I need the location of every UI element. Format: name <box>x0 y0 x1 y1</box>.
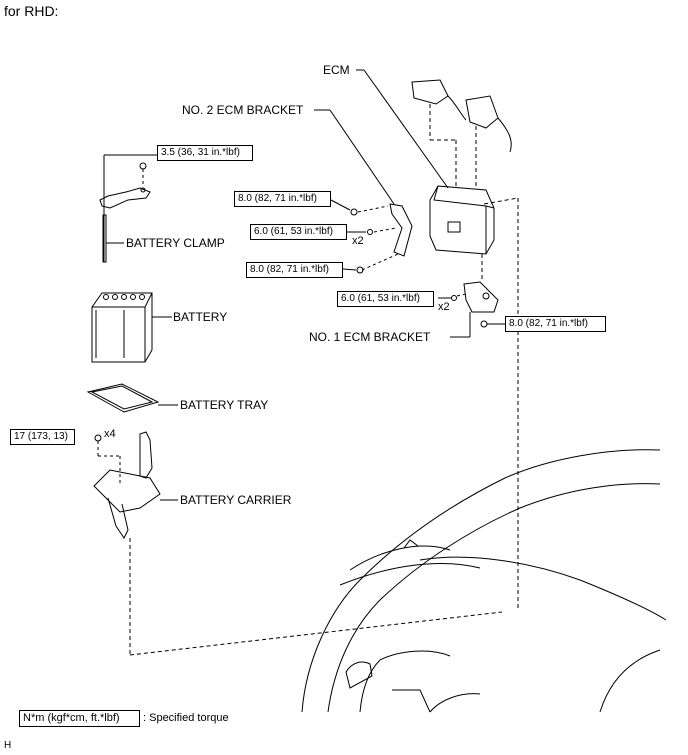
torque-carrier-box: 17 (173, 13) <box>10 429 75 445</box>
no1-ecm-bracket-label: NO. 1 ECM BRACKET <box>309 330 431 344</box>
figure-code: H <box>4 740 12 751</box>
legend-torque-box: N*m (kgf*cm, ft.*lbf) <box>19 710 140 727</box>
torque-no2-lower-box: 8.0 (82, 71 in.*lbf) <box>246 262 343 278</box>
battery-drawing <box>91 292 172 363</box>
multiplier-no2-mid: x2 <box>352 235 364 247</box>
torque-no1-right-box: 8.0 (82, 71 in.*lbf) <box>505 316 606 332</box>
battery-clamp-label: BATTERY CLAMP <box>126 236 225 250</box>
battery-carrier-drawing <box>93 431 503 656</box>
battery-tray-drawing <box>86 383 178 413</box>
battery-clamp-drawing <box>99 154 158 263</box>
battery-tray-label: BATTERY TRAY <box>180 398 269 412</box>
no2-ecm-bracket-drawing <box>314 109 413 274</box>
legend-description: : Specified torque <box>143 712 229 724</box>
battery-label: BATTERY <box>173 310 228 324</box>
torque-clamp-box: 3.5 (36, 31 in.*lbf) <box>157 145 253 161</box>
page-title: for RHD: <box>4 3 59 19</box>
torque-no2-mid-box: 6.0 (61, 53 in.*lbf) <box>250 224 347 240</box>
vehicle-body-drawing <box>301 449 667 713</box>
no2-ecm-bracket-label: NO. 2 ECM BRACKET <box>182 103 304 117</box>
multiplier-no1-left: x2 <box>438 301 450 313</box>
torque-no2-upper-box: 8.0 (82, 71 in.*lbf) <box>234 191 331 207</box>
no1-ecm-bracket-drawing <box>438 281 505 338</box>
ecm-label: ECM <box>323 63 350 77</box>
torque-no1-left-box: 6.0 (61, 53 in.*lbf) <box>337 291 434 307</box>
battery-carrier-label: BATTERY CARRIER <box>180 493 292 507</box>
ecm-drawing <box>356 69 519 610</box>
multiplier-carrier: x4 <box>104 428 116 440</box>
